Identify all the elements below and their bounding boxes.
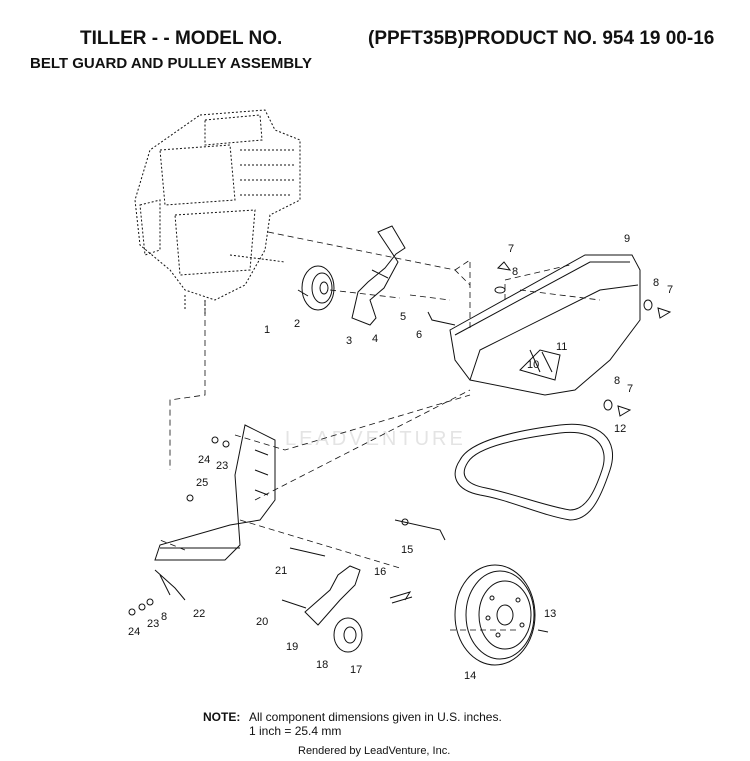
callout-label: 2 xyxy=(294,318,300,330)
dimensions-note: NOTE: All component dimensions given in U… xyxy=(203,710,502,738)
callout-label: 21 xyxy=(275,565,287,577)
callout-label: 6 xyxy=(416,329,422,341)
rendered-by-credit: Rendered by LeadVenture, Inc. xyxy=(298,745,451,757)
callout-label: 1 xyxy=(264,324,270,336)
idler-shaft xyxy=(394,518,446,541)
belt-guard xyxy=(449,254,641,396)
callout-label: 23 xyxy=(216,460,228,472)
callout-label: 24 xyxy=(198,454,210,466)
idler-arm xyxy=(304,565,413,626)
engine-pulley xyxy=(297,265,335,311)
callout-label: 14 xyxy=(464,670,476,682)
callout-label: 25 xyxy=(196,477,208,489)
callout-label: 7 xyxy=(667,284,673,296)
hardware xyxy=(128,261,672,633)
callout-labels: 1 2 3 4 5 6 7 8 9 10 11 7 8 8 7 12 24 23… xyxy=(128,233,673,682)
product-number: (PPFT35B)PRODUCT NO. 954 19 00-16 xyxy=(368,28,715,49)
callout-label: 20 xyxy=(256,616,268,628)
assembly-subtitle: BELT GUARD AND PULLEY ASSEMBLY xyxy=(30,55,312,72)
callout-label: 7 xyxy=(508,243,514,255)
idler-pulley xyxy=(333,617,363,653)
callout-label: 9 xyxy=(624,233,630,245)
callout-label: 23 xyxy=(147,618,159,630)
callout-label: 16 xyxy=(374,566,386,578)
callout-label: 18 xyxy=(316,659,328,671)
mounting-plate xyxy=(154,424,276,561)
callout-label: 8 xyxy=(614,375,620,387)
callout-label: 3 xyxy=(346,335,352,347)
callout-label: 22 xyxy=(193,608,205,620)
belt-guard-bracket xyxy=(351,225,406,326)
callout-label: 8 xyxy=(512,266,518,278)
callout-label: 12 xyxy=(614,423,626,435)
large-pulley xyxy=(454,564,536,666)
note-line-1: All component dimensions given in U.S. i… xyxy=(249,710,502,724)
callout-label: 4 xyxy=(372,333,378,345)
callout-label: 10 xyxy=(527,359,539,371)
callout-label: 11 xyxy=(556,341,567,353)
callout-label: 19 xyxy=(286,641,298,653)
callout-label: 17 xyxy=(350,664,362,676)
note-label: NOTE: xyxy=(203,710,241,724)
callout-label: 8 xyxy=(653,277,659,289)
callout-label: 5 xyxy=(400,311,406,323)
drive-belt xyxy=(454,423,614,521)
note-line-2: 1 inch = 25.4 mm xyxy=(249,724,342,738)
callout-label: 7 xyxy=(627,383,633,395)
callout-label: 24 xyxy=(128,626,140,638)
page-title: TILLER - - MODEL NO. xyxy=(80,28,283,49)
callout-label: 8 xyxy=(161,611,167,623)
callout-label: 13 xyxy=(544,608,556,620)
engine-outline xyxy=(134,109,301,315)
callout-label: 15 xyxy=(401,544,413,556)
